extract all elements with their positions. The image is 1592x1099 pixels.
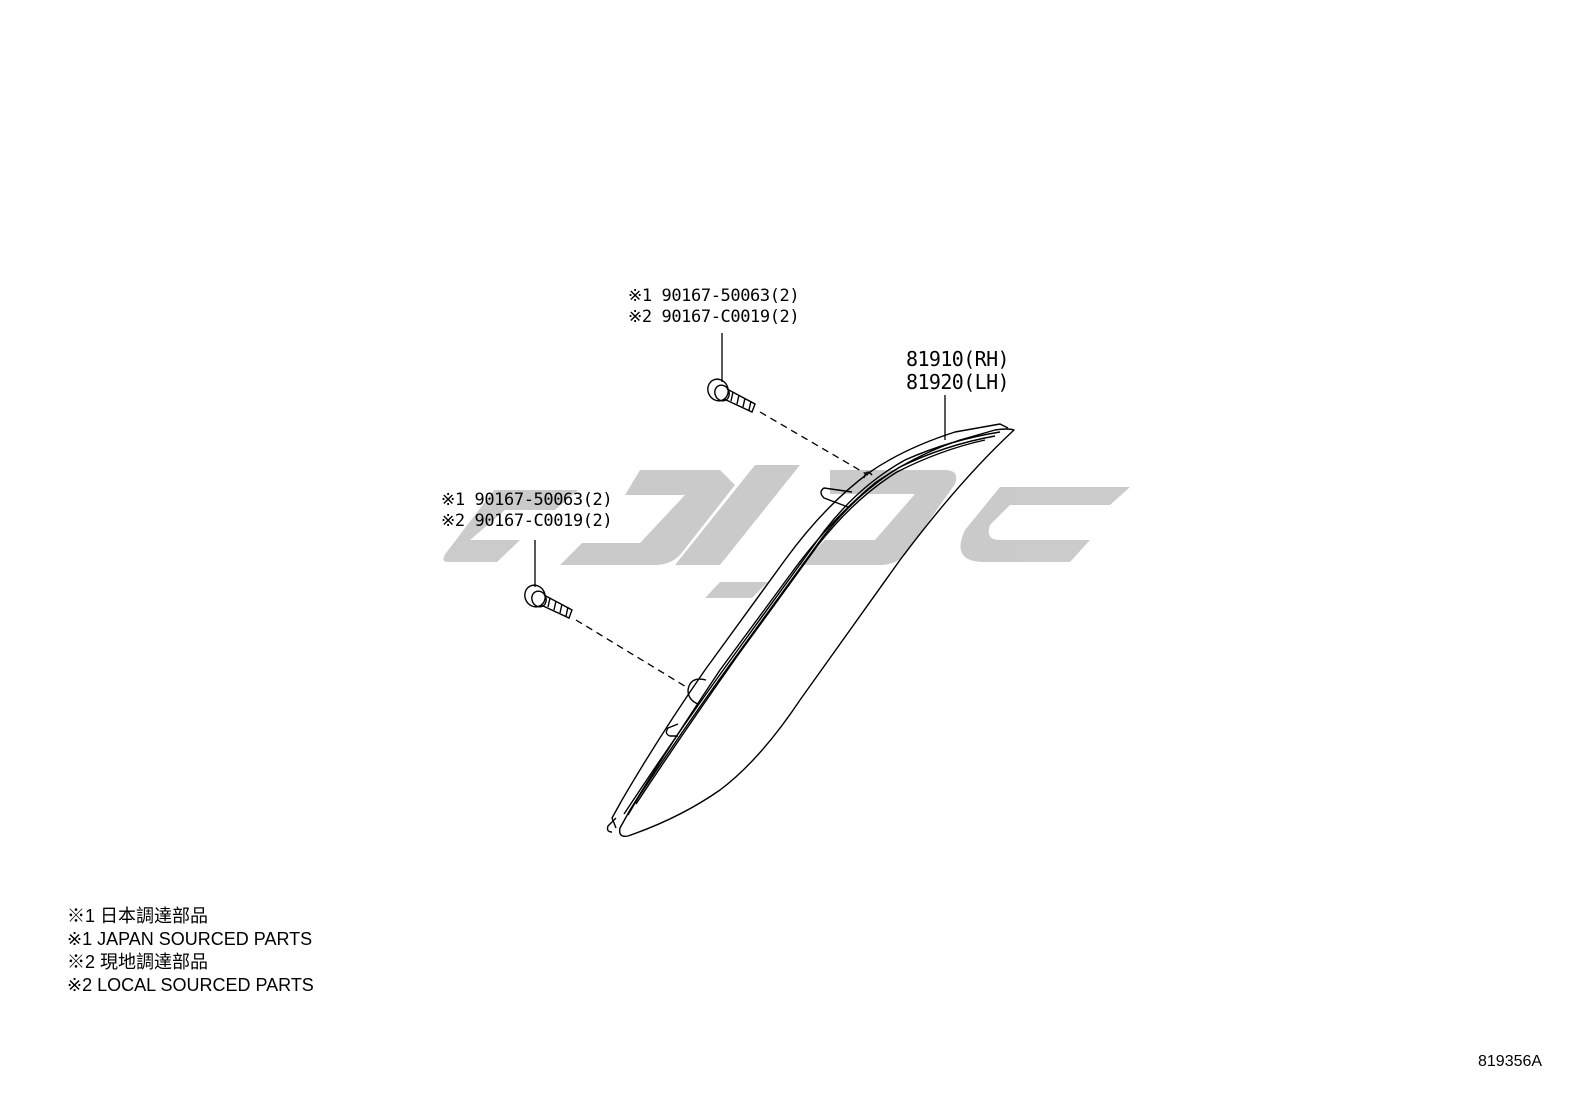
screw-upper-callout-line-2: ※2 90167-C0019(2) [628, 307, 800, 327]
screw-upper-callout-line-1: ※1 90167-50063(2) [628, 286, 800, 306]
legend-line-1: ※1 日本調達部品 [67, 906, 209, 926]
screw-lower-callout-line-2: ※2 90167-C0019(2) [441, 511, 613, 531]
diagram-id: 819356A [1478, 1053, 1543, 1070]
legend-line-4: ※2 LOCAL SOURCED PARTS [67, 975, 314, 995]
reflector-callout-lh: 81920(LH) [906, 370, 1010, 394]
reflector-callout-rh: 81910(RH) [906, 347, 1010, 371]
screw-icon [707, 378, 756, 413]
legend: ※1 日本調達部品 ※1 JAPAN SOURCED PARTS ※2 現地調達… [67, 905, 314, 997]
reflector-part-icon [606, 423, 1015, 838]
screw-icon [524, 584, 573, 619]
legend-line-2: ※1 JAPAN SOURCED PARTS [67, 929, 313, 949]
assembly-dashed-lines [575, 411, 869, 689]
leader-lines [534, 333, 946, 587]
screw-lower-callout-line-1: ※1 90167-50063(2) [441, 490, 613, 510]
reflector-callout: 81910(RH) 81920(LH) [906, 347, 1010, 394]
watermark-logo [443, 465, 1130, 598]
screw-upper-callout: ※1 90167-50063(2) ※2 90167-C0019(2) [628, 286, 800, 328]
screw-lower-callout: ※1 90167-50063(2) ※2 90167-C0019(2) [441, 490, 613, 532]
legend-line-3: ※2 現地調達部品 [67, 952, 209, 972]
